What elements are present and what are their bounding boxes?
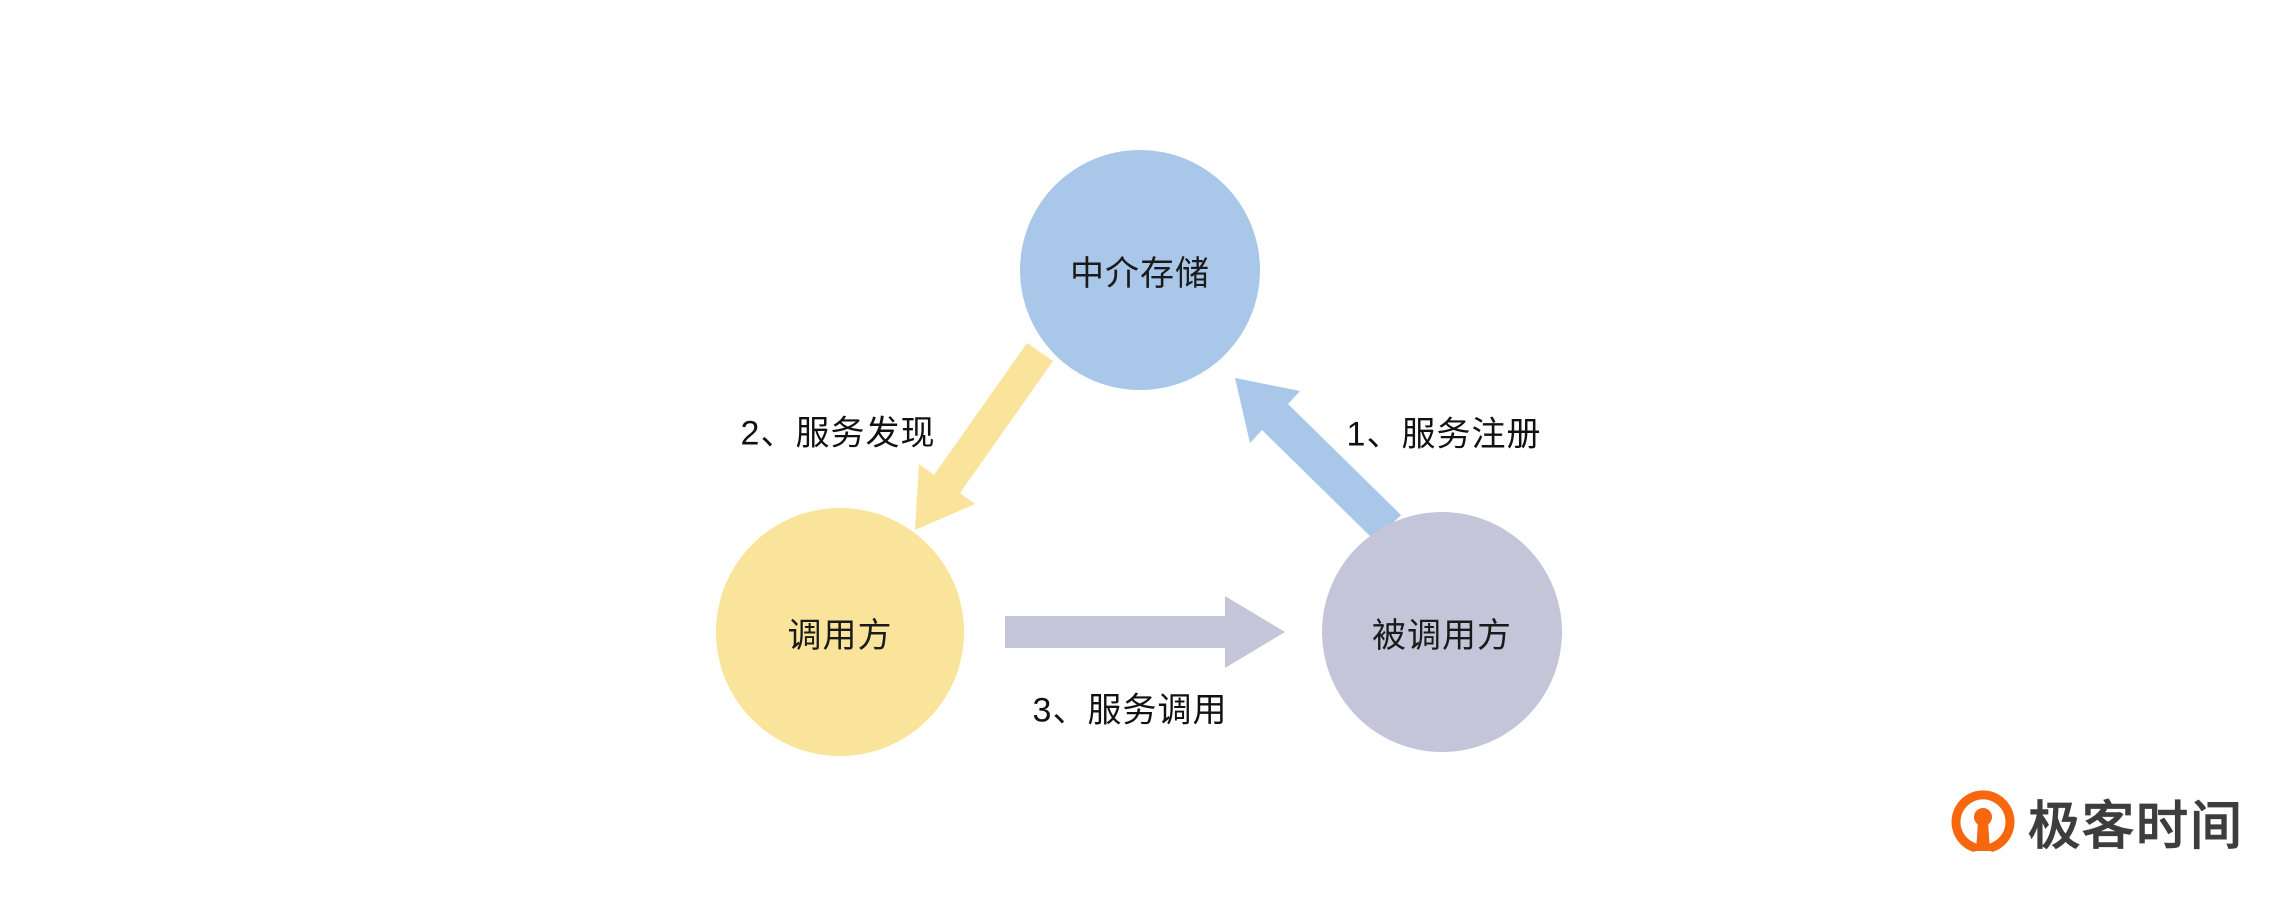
- node-caller-label: 调用方: [787, 616, 893, 655]
- node-callee-label: 被调用方: [1372, 616, 1512, 655]
- node-callee: 被调用方: [1322, 512, 1562, 752]
- brand-watermark: 极客时间: [1950, 784, 2244, 859]
- node-caller: 调用方: [716, 508, 964, 756]
- register-arrow: [1235, 378, 1401, 541]
- node-intermediate-storage-label: 中介存储: [1070, 254, 1210, 293]
- node-intermediate-storage: 中介存储: [1020, 150, 1260, 390]
- geektime-logo-icon: [1951, 790, 2015, 852]
- edge-label-service-register: 1、服务注册: [1346, 415, 1542, 454]
- edge-label-service-discover: 2、服务发现: [740, 414, 936, 453]
- edge-label-service-invoke: 3、服务调用: [1032, 691, 1228, 730]
- brand-name: 极客时间: [2028, 798, 2245, 856]
- invoke-arrow: [1005, 596, 1285, 668]
- discover-arrow: [915, 343, 1053, 530]
